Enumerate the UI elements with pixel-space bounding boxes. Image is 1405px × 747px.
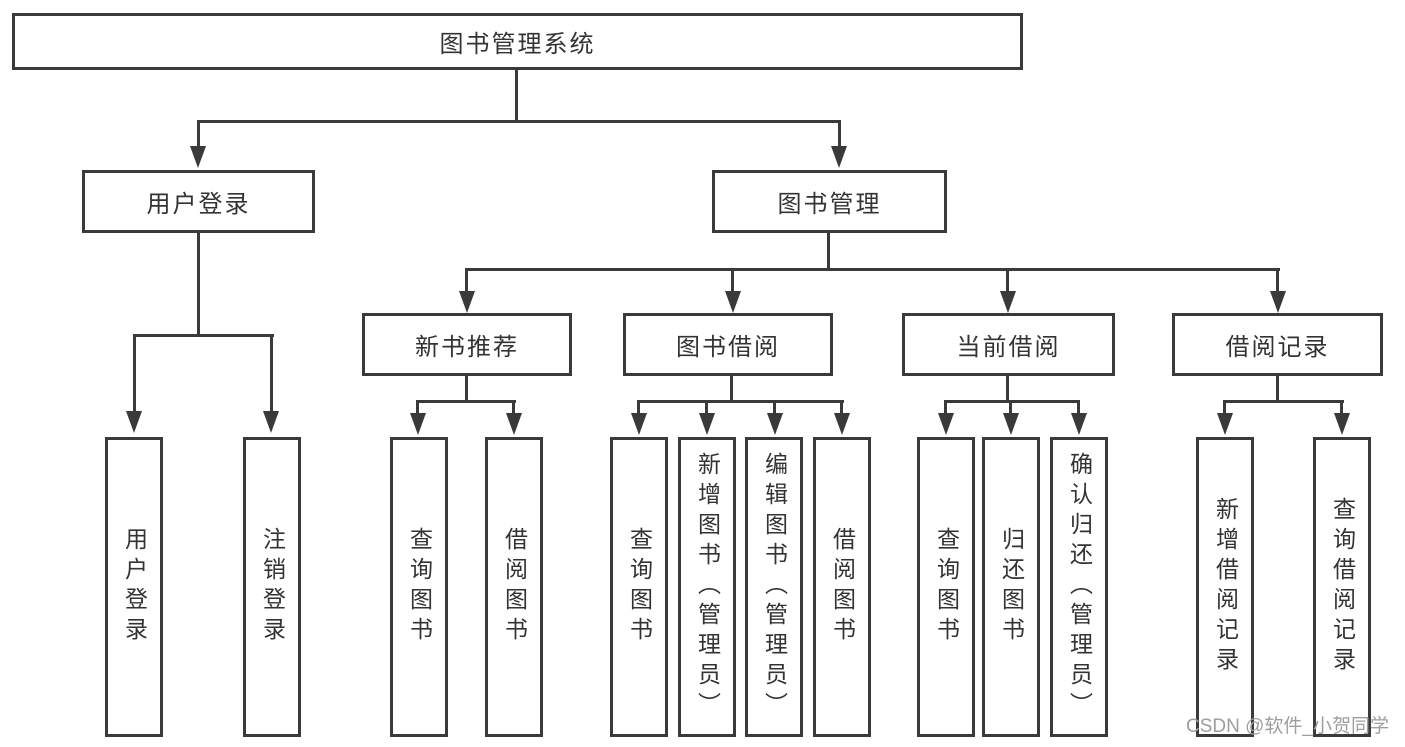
arrowhead [938, 413, 954, 435]
leaf-logout: 注销登录 [243, 437, 301, 737]
arrowhead [410, 413, 426, 435]
connector-mgmt-stem [827, 233, 830, 271]
connector-root-hline [197, 120, 841, 123]
connector-records-drop [1223, 400, 1226, 415]
arrowhead [459, 291, 475, 313]
connector-records-drop [1340, 400, 1343, 415]
connector-mgmt-drop [1006, 268, 1009, 293]
arrowhead [699, 413, 715, 435]
connector-current-drop [1077, 400, 1080, 415]
connector-records-hline [1223, 400, 1344, 403]
arrowhead [834, 413, 850, 435]
connector-borrowing-stem [730, 376, 733, 402]
connector-borrowing-drop [705, 400, 708, 415]
arrowhead [263, 411, 279, 433]
connector-login-drop [270, 334, 273, 412]
leaf-borrow-books-recommend-label: 借阅图书 [501, 527, 528, 647]
leaf-confirm-return-admin: 确认归还（管理员） [1050, 437, 1108, 737]
leaf-query-books-current: 查询图书 [917, 437, 975, 737]
connector-root-drop-right [838, 120, 841, 148]
arrowhead [1071, 413, 1087, 435]
leaf-add-borrow-record-label: 新增借阅记录 [1212, 497, 1239, 677]
leaf-query-books-borrowing-label: 查询图书 [626, 527, 653, 647]
arrowhead [126, 411, 142, 433]
leaf-borrow-books-recommend: 借阅图书 [485, 437, 543, 737]
node-book-management: 图书管理 [712, 170, 947, 233]
node-new-book-recommend-label: 新书推荐 [415, 334, 519, 361]
connector-borrowing-hline [637, 400, 844, 403]
node-root: 图书管理系统 [12, 13, 1023, 70]
leaf-edit-books-admin-label: 编辑图书（管理员） [761, 452, 788, 722]
connector-recommend-drop [512, 400, 515, 415]
connector-borrowing-drop [840, 400, 843, 415]
arrowhead [190, 146, 206, 168]
arrowhead [1217, 413, 1233, 435]
connector-mgmt-drop [1276, 268, 1279, 293]
connector-mgmt-drop [465, 268, 468, 293]
node-borrowing-records: 借阅记录 [1172, 313, 1383, 376]
leaf-query-borrow-record: 查询借阅记录 [1313, 437, 1371, 737]
arrowhead [506, 413, 522, 435]
node-new-book-recommend: 新书推荐 [362, 313, 572, 376]
connector-borrowing-drop [637, 400, 640, 415]
connector-borrowing-drop [773, 400, 776, 415]
connector-login-drop [133, 334, 136, 412]
connector-login-stem [197, 233, 200, 337]
connector-mgmt-drop [731, 268, 734, 293]
connector-recommend-stem [465, 376, 468, 402]
node-user-login-label: 用户登录 [146, 191, 251, 218]
arrowhead [767, 413, 783, 435]
leaf-borrow-books-borrowing: 借阅图书 [813, 437, 871, 737]
arrowhead [831, 146, 847, 168]
node-user-login: 用户登录 [82, 170, 315, 233]
connector-root-stem [515, 70, 518, 123]
connector-mgmt-hline [466, 268, 1280, 271]
node-book-management-label: 图书管理 [777, 191, 882, 218]
arrowhead [1270, 291, 1286, 313]
connector-login-hline [133, 334, 274, 337]
leaf-return-books: 归还图书 [982, 437, 1040, 737]
leaf-borrow-books-borrowing-label: 借阅图书 [829, 527, 856, 647]
leaf-query-books-borrowing: 查询图书 [610, 437, 668, 737]
node-book-borrowing: 图书借阅 [623, 313, 833, 376]
connector-recommend-drop [416, 400, 419, 415]
leaf-add-books-admin-label: 新增图书（管理员） [694, 452, 721, 722]
leaf-add-books-admin: 新增图书（管理员） [678, 437, 736, 737]
leaf-query-books-current-label: 查询图书 [933, 527, 960, 647]
connector-current-hline [944, 400, 1080, 403]
leaf-user-login: 用户登录 [105, 437, 163, 737]
leaf-edit-books-admin: 编辑图书（管理员） [745, 437, 803, 737]
node-current-borrowing-label: 当前借阅 [956, 334, 1061, 361]
watermark-text: CSDN @软件_小贺同学 [1186, 716, 1389, 737]
leaf-user-login-label: 用户登录 [121, 527, 148, 647]
leaf-query-books-recommend: 查询图书 [390, 437, 448, 737]
leaf-logout-label: 注销登录 [259, 527, 286, 647]
connector-records-stem [1276, 376, 1279, 402]
arrowhead [1334, 413, 1350, 435]
arrowhead [1003, 413, 1019, 435]
connector-root-drop-left [197, 120, 200, 148]
arrowhead [1000, 291, 1016, 313]
arrowhead [725, 291, 741, 313]
connector-current-stem [1006, 376, 1009, 402]
leaf-return-books-label: 归还图书 [998, 527, 1025, 647]
leaf-confirm-return-admin-label: 确认归还（管理员） [1066, 452, 1093, 722]
leaf-add-borrow-record: 新增借阅记录 [1196, 437, 1254, 737]
leaf-query-borrow-record-label: 查询借阅记录 [1329, 497, 1356, 677]
connector-recommend-hline [416, 400, 516, 403]
node-root-label: 图书管理系统 [439, 31, 596, 58]
leaf-query-books-recommend-label: 查询图书 [406, 527, 433, 647]
node-current-borrowing: 当前借阅 [902, 313, 1115, 376]
node-borrowing-records-label: 借阅记录 [1225, 334, 1330, 361]
arrowhead [631, 413, 647, 435]
node-book-borrowing-label: 图书借阅 [676, 334, 780, 361]
connector-current-drop [1009, 400, 1012, 415]
connector-current-drop [944, 400, 947, 415]
